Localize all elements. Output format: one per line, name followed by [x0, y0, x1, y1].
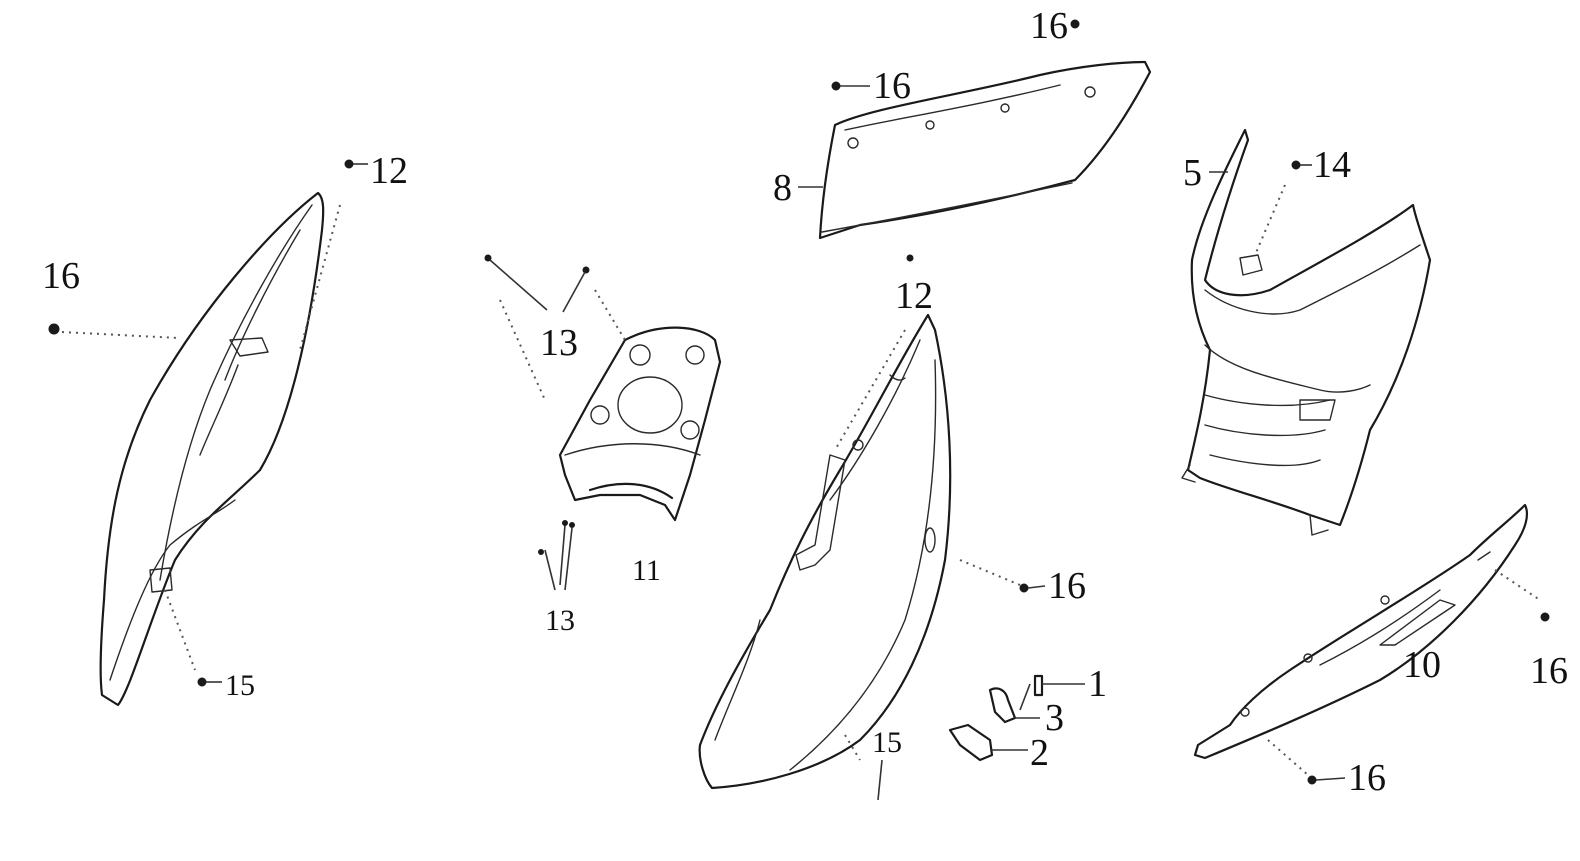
- callout-11: 11: [632, 554, 661, 587]
- leg-shield-hardware: [1209, 160, 1312, 256]
- small-brackets: [948, 674, 1085, 762]
- callout-15-left: 15: [225, 669, 255, 702]
- callout-8: 8: [773, 167, 792, 209]
- callout-2: 2: [1030, 732, 1049, 774]
- panel-8: [818, 60, 1152, 240]
- callout-12-left: 12: [370, 150, 408, 192]
- callout-13-lower: 13: [545, 604, 575, 637]
- panel-8-hardware: [798, 19, 1080, 188]
- callout-15-mid: 15: [872, 726, 902, 759]
- callout-3: 3: [1045, 697, 1064, 739]
- left-side-cover: [99, 191, 325, 707]
- left-cover-hardware: [48, 159, 368, 687]
- front-side-cover: [698, 313, 952, 790]
- callout-labels: 16 16 8 12 16 13 11 13 15 12 16 15 1 3 2…: [42, 5, 1568, 799]
- meter-cover: [558, 326, 722, 522]
- callout-5: 5: [1183, 152, 1202, 194]
- callout-16-left: 16: [42, 255, 80, 297]
- callout-13-upper: 13: [540, 322, 578, 364]
- callout-16-bottom: 16: [1348, 757, 1386, 799]
- leg-shield: [1181, 128, 1432, 536]
- front-cover-hardware: [834, 254, 1046, 801]
- callout-1: 1: [1088, 663, 1107, 705]
- meter-cover-screws: [484, 254, 626, 591]
- callout-16-panel8: 16: [873, 65, 911, 107]
- callout-16-right: 16: [1530, 650, 1568, 692]
- floor-side-panel-10: [1193, 503, 1529, 760]
- floor-panel-hardware: [1267, 569, 1550, 785]
- callout-10: 10: [1403, 644, 1441, 686]
- callout-16-top: 16: [1030, 5, 1068, 47]
- callout-12-mid: 12: [895, 275, 933, 317]
- callout-14: 14: [1313, 144, 1351, 186]
- callout-16-mid: 16: [1048, 565, 1086, 607]
